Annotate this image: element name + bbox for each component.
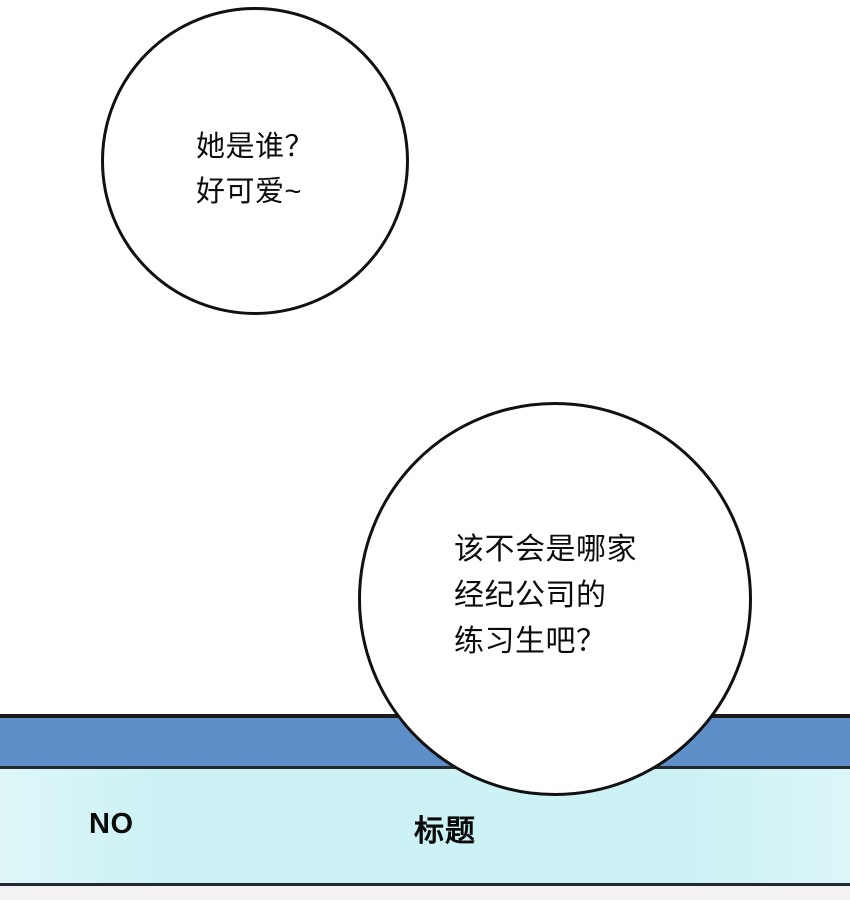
speech-bubble-two [358,402,752,796]
banner-middle-divider [0,766,850,769]
speech-bubble-one-text: 她是谁？ 好可爱~ [196,131,315,208]
banner-footer-strip [0,886,850,900]
banner-bottom-divider [0,883,850,886]
speech-bubble-one [101,7,409,315]
speech-bubble-two-text: 该不会是哪家 经纪公司的 练习生吧？ [454,533,637,658]
banner-label-no: NO [89,808,134,840]
bottom-banner [0,714,850,900]
banner-cyan-band [0,769,850,883]
banner-label-title: 标题 [414,815,476,848]
